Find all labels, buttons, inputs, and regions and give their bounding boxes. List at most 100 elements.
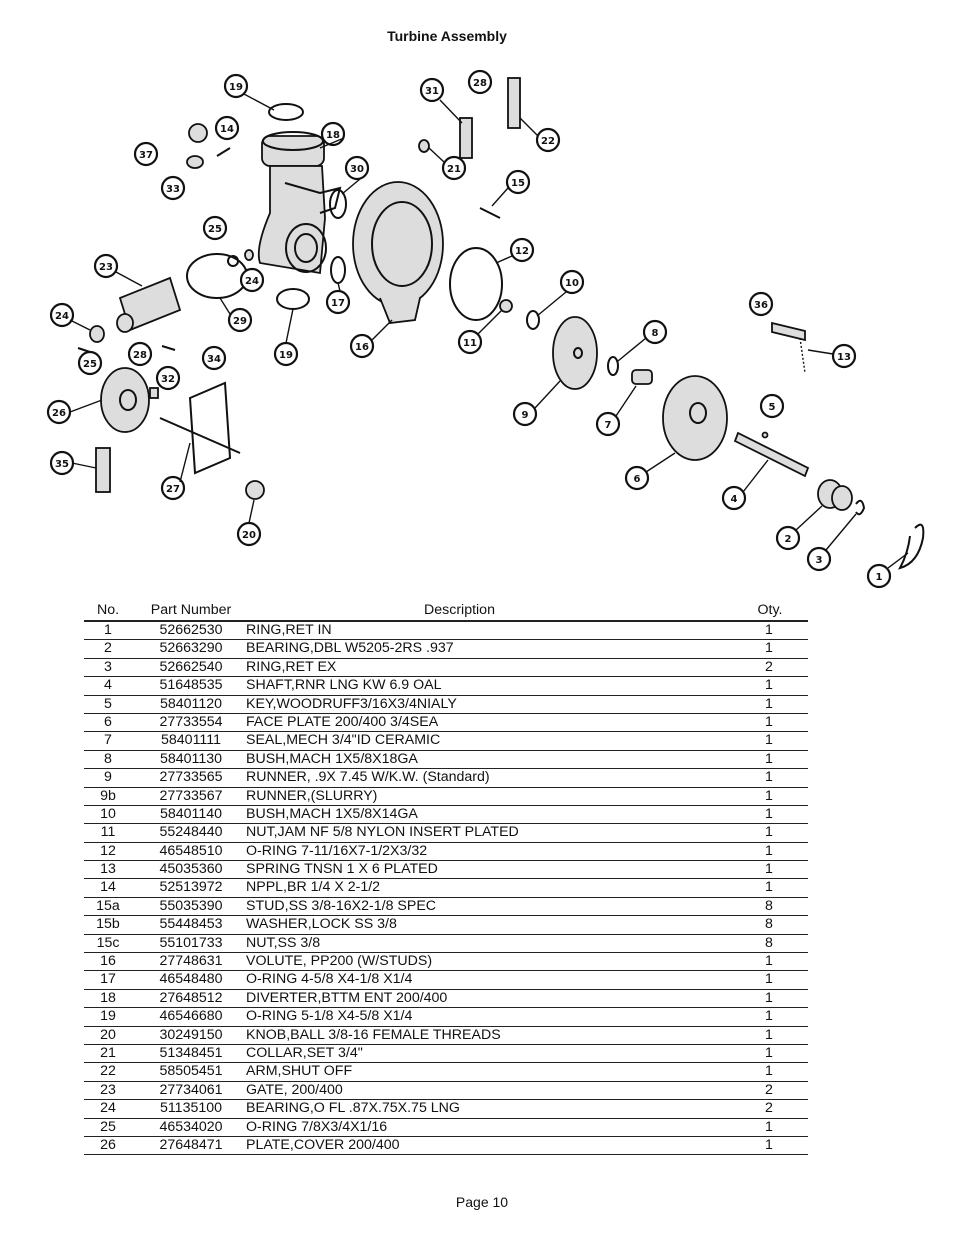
part-number-cell: 46548480 — [159, 971, 223, 988]
description-cell: SPRING TNSN 1 X 6 PLATED — [246, 861, 438, 878]
part-number-cell: 51135100 — [159, 1100, 223, 1117]
woodruff-key — [761, 431, 769, 439]
spring-bracket — [771, 321, 806, 342]
part-no-cell: 24 — [100, 1100, 116, 1117]
svg-text:7: 7 — [605, 420, 612, 431]
qty-cell: 1 — [765, 989, 773, 1006]
header-no: No. — [96, 602, 120, 618]
description-cell: O-RING 7/8X3/4X1/16 — [246, 1118, 388, 1135]
svg-text:19: 19 — [229, 82, 243, 93]
callout: 25 — [77, 350, 103, 376]
svg-text:33: 33 — [166, 184, 180, 195]
callout: 12 — [509, 237, 535, 263]
svg-text:11: 11 — [463, 338, 477, 349]
qty-cell: 1 — [765, 750, 773, 767]
part-no-cell: 13 — [100, 861, 116, 878]
part-no-cell: 8 — [104, 750, 112, 767]
part-no-cell: 9 — [104, 769, 112, 786]
callout: 19 — [223, 73, 249, 99]
callout: 33 — [160, 175, 186, 201]
svg-text:9: 9 — [522, 410, 529, 421]
part-no-cell: 7 — [104, 732, 112, 749]
callout: 28 — [127, 341, 153, 367]
svg-text:14: 14 — [220, 124, 234, 135]
svg-text:37: 37 — [139, 150, 153, 161]
callout: 5 — [759, 393, 785, 419]
callout: 4 — [721, 485, 747, 511]
callout: 21 — [441, 155, 467, 181]
callout: 34 — [201, 345, 227, 371]
description-cell: BUSH,MACH 1X5/8X18GA — [246, 750, 418, 767]
svg-text:6: 6 — [634, 474, 641, 485]
description-cell: DIVERTER,BTTM ENT 200/400 — [246, 989, 448, 1006]
callout: 7 — [595, 411, 621, 437]
callout: 11 — [457, 329, 483, 355]
part-no-cell: 10 — [100, 805, 116, 822]
runner — [552, 316, 598, 390]
description-cell: O-RING 5-1/8 X4-5/8 X1/4 — [246, 1008, 413, 1025]
callout: 31 — [419, 77, 445, 103]
o-ring-12 — [449, 247, 503, 321]
part-no-cell: 19 — [100, 1008, 116, 1025]
callout: 17 — [325, 289, 351, 315]
qty-cell: 1 — [765, 953, 773, 970]
part-32 — [149, 387, 159, 399]
description-cell: KEY,WOODRUFF3/16X3/4NIALY — [246, 695, 457, 712]
description-cell: BEARING,O FL .87X.75X.75 LNG — [246, 1100, 460, 1117]
qty-cell: 1 — [765, 861, 773, 878]
exploded-parts-diagram: 19 14 37 33 18 30 31 28 22 21 15 25 24 2… — [30, 48, 940, 596]
callout: 8 — [642, 319, 668, 345]
part-no-cell: 16 — [100, 953, 116, 970]
description-cell: COLLAR,SET 3/4" — [246, 1044, 363, 1061]
svg-text:29: 29 — [233, 316, 247, 327]
qty-cell: 1 — [765, 879, 773, 896]
part-no-cell: 15c — [96, 934, 120, 951]
part-number-cell: 58401120 — [159, 695, 223, 712]
qty-cell: 1 — [765, 677, 773, 694]
volute — [352, 181, 444, 324]
page-title: Turbine Assembly — [387, 28, 507, 44]
part-no-cell: 20 — [100, 1026, 116, 1043]
callout: 32 — [155, 365, 181, 391]
svg-text:20: 20 — [242, 530, 256, 541]
svg-text:27: 27 — [166, 484, 180, 495]
jam-nut — [499, 299, 513, 313]
callout: 9 — [512, 401, 538, 427]
description-cell: RUNNER,(SLURRY) — [246, 787, 378, 804]
header-qty: Oty. — [757, 602, 783, 618]
part-number-cell: 58505451 — [159, 1063, 223, 1080]
header-description: Description — [424, 602, 495, 618]
callout: 30 — [344, 155, 370, 181]
plug-37 — [188, 123, 208, 143]
qty-cell: 1 — [765, 1044, 773, 1061]
svg-text:8: 8 — [652, 328, 659, 339]
svg-text:5: 5 — [769, 402, 776, 413]
lever-rod — [159, 417, 241, 454]
callout: 28 — [467, 69, 493, 95]
svg-text:22: 22 — [541, 136, 555, 147]
description-cell: BUSH,MACH 1X5/8X14GA — [246, 805, 418, 822]
qty-cell: 1 — [765, 1026, 773, 1043]
qty-cell: 1 — [765, 622, 773, 638]
qty-cell: 8 — [765, 934, 773, 951]
o-ring-30 — [329, 189, 347, 219]
o-ring-25 — [227, 255, 239, 267]
part-no-cell: 12 — [100, 842, 116, 859]
description-cell: ARM,SHUT OFF — [246, 1063, 353, 1080]
table-header: No. Part Number Description Oty. — [84, 598, 808, 622]
part-number-cell: 58401140 — [159, 805, 223, 822]
set-collar — [418, 139, 430, 153]
svg-text:3: 3 — [816, 555, 823, 566]
